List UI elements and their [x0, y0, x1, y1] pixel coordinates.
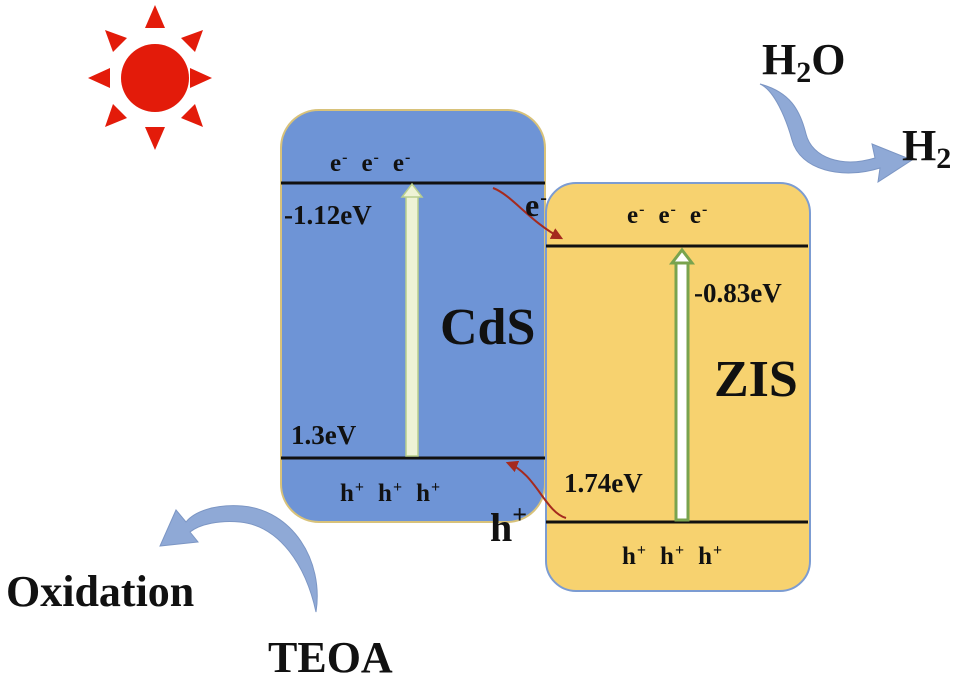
- oxidation-label: Oxidation: [6, 567, 195, 616]
- zis-holes: h+h+h+: [622, 542, 723, 570]
- reduction-arrow: [759, 83, 914, 184]
- zis-cb-potential: -0.83eV: [694, 278, 782, 308]
- zis-excitation-arrow: [668, 247, 696, 522]
- zis-label: ZIS: [714, 351, 798, 408]
- cds-holes: h+h+h+: [340, 479, 441, 507]
- cds-cb-potential: -1.12eV: [284, 200, 372, 230]
- sun-icon: [88, 5, 212, 150]
- product-h2: H2: [902, 121, 952, 175]
- cds-excitation-arrow: [400, 182, 424, 457]
- reactant-h2o: H2O: [762, 35, 846, 89]
- cds-label: CdS: [440, 299, 536, 356]
- cds-vb-potential: 1.3eV: [291, 420, 357, 450]
- zis-electrons: e-e-e-: [627, 201, 708, 229]
- hole-transfer-arrow: [505, 460, 567, 519]
- transferred-hole: h+: [490, 500, 528, 550]
- oxidation-arrow: [159, 505, 318, 613]
- transferred-electron: e-: [525, 187, 547, 223]
- teoa-label: TEOA: [268, 633, 393, 682]
- electron-transfer-arrow: [492, 187, 564, 240]
- zis-vb-potential: 1.74eV: [564, 468, 643, 498]
- cds-electrons: e-e-e-: [330, 149, 411, 177]
